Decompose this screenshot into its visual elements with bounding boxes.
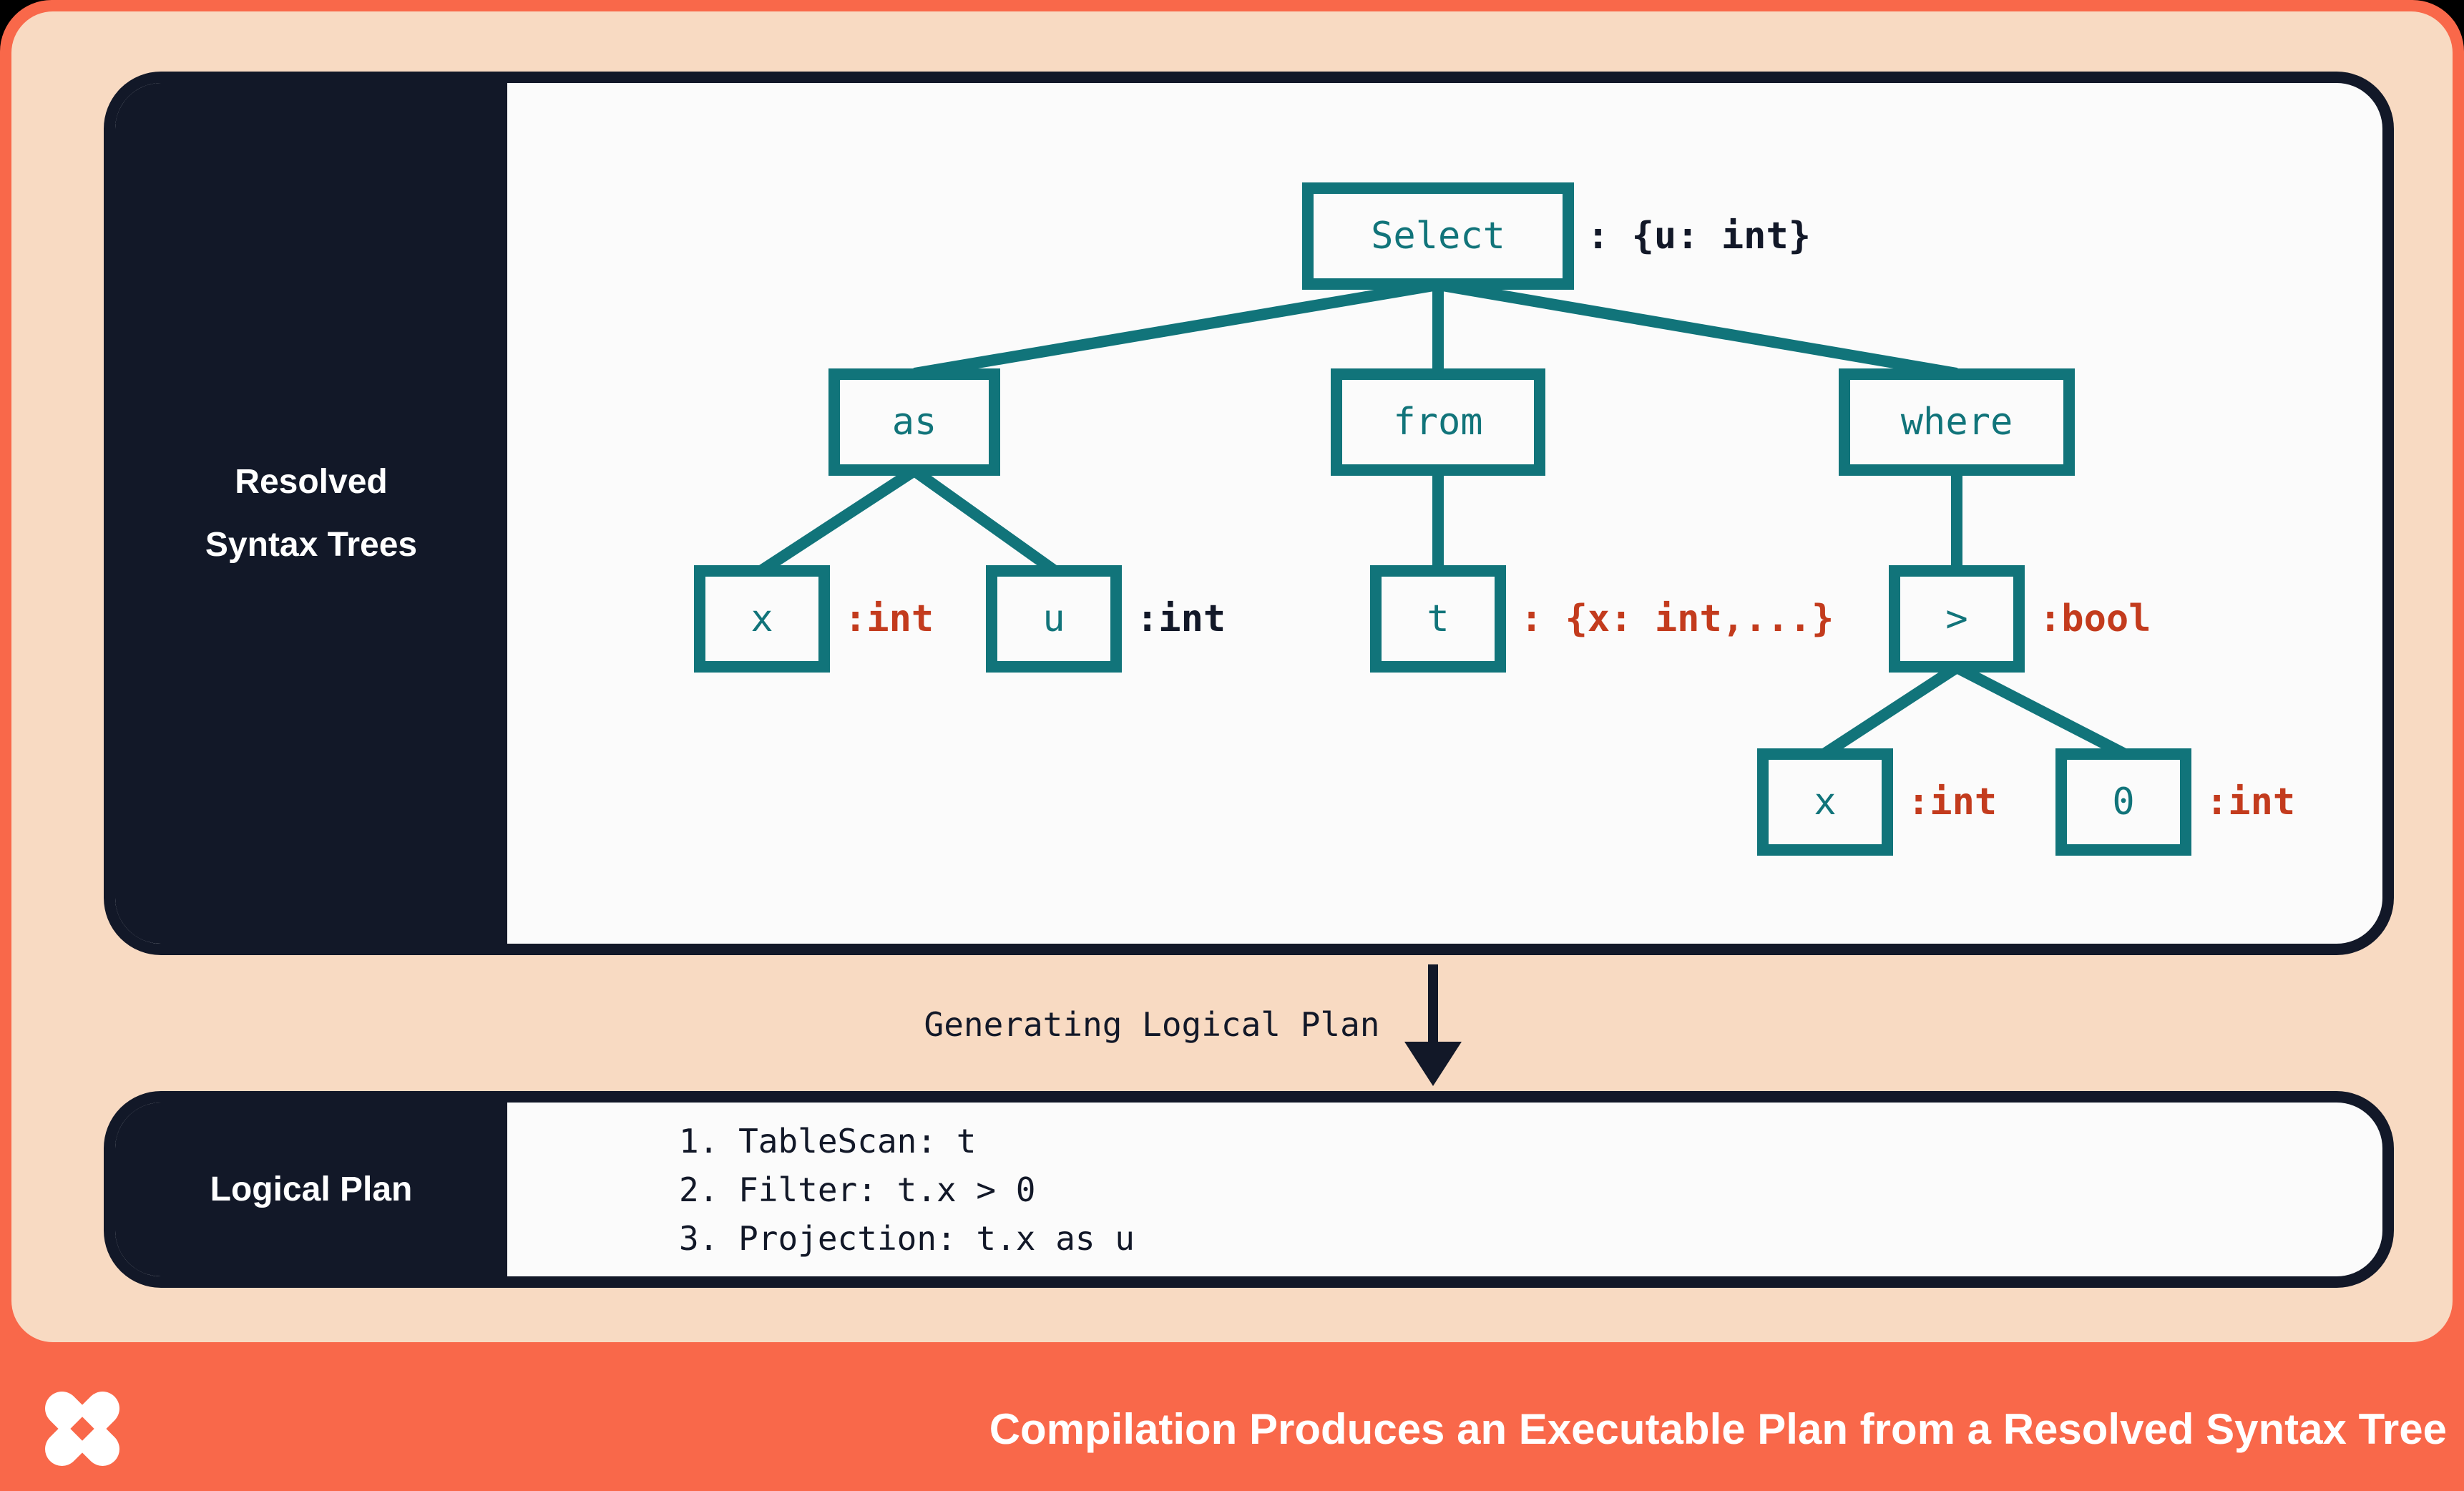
tree-node-greater-than: > <box>1889 565 2025 673</box>
tree-node-label: Select <box>1371 215 1505 258</box>
transition-label: Generating Logical Plan <box>924 1005 1380 1044</box>
type-annotation-x: :int <box>844 597 934 640</box>
tree-node-label: where <box>1900 401 2013 444</box>
tree-node-x-child: x <box>1757 748 1893 856</box>
panel-label-line: Resolved <box>235 462 388 501</box>
tree-node-label: 0 <box>2112 781 2135 823</box>
tree-node-label: > <box>1945 597 1968 640</box>
footer-bar: Compilation Produces an Executable Plan … <box>0 1342 2464 1491</box>
tree-node-label: from <box>1393 401 1483 444</box>
type-annotation-select: : {u: int} <box>1587 215 1812 258</box>
tree-node-label: as <box>891 401 937 444</box>
footer-caption: Compilation Produces an Executable Plan … <box>989 1405 2447 1453</box>
type-annotation-t: : {x: int,...} <box>1520 597 1834 640</box>
resolved-syntax-trees-label: Resolved Syntax Trees <box>115 83 507 944</box>
tree-node-as: as <box>828 368 1000 476</box>
plan-step: 2. Filter: t.x > 0 <box>679 1170 1036 1209</box>
logical-plan-steps: 1. TableScan: t 2. Filter: t.x > 0 3. Pr… <box>679 1103 2354 1276</box>
tree-node-label: u <box>1042 597 1065 640</box>
tree-node-label: x <box>751 597 773 640</box>
panel-label-line: Logical Plan <box>210 1170 413 1208</box>
type-annotation-zero: :int <box>2206 781 2296 823</box>
tree-node-zero: 0 <box>2055 748 2191 856</box>
type-annotation-greater-than: :bool <box>2039 597 2151 640</box>
logical-plan-label: Logical Plan <box>115 1103 507 1276</box>
pinwheel-logo-icon <box>45 1392 119 1466</box>
plan-step: 1. TableScan: t <box>679 1121 977 1160</box>
resolved-syntax-trees-panel: Resolved Syntax Trees <box>104 72 2394 955</box>
tree-node-t: t <box>1370 565 1506 673</box>
logical-plan-panel: Logical Plan 1. TableScan: t 2. Filter: … <box>104 1091 2394 1288</box>
tree-node-u: u <box>986 565 1122 673</box>
tree-node-where: where <box>1839 368 2075 476</box>
tree-node-from: from <box>1331 368 1545 476</box>
tree-node-select: Select <box>1302 182 1574 290</box>
type-annotation-u: :int <box>1136 597 1226 640</box>
tree-node-label: x <box>1814 781 1837 823</box>
plan-step: 3. Projection: t.x as u <box>679 1218 1135 1258</box>
type-annotation-x-child: :int <box>1907 781 1998 823</box>
tree-node-label: t <box>1427 597 1449 640</box>
panel-label-line: Syntax Trees <box>205 525 418 564</box>
tree-node-x: x <box>694 565 830 673</box>
